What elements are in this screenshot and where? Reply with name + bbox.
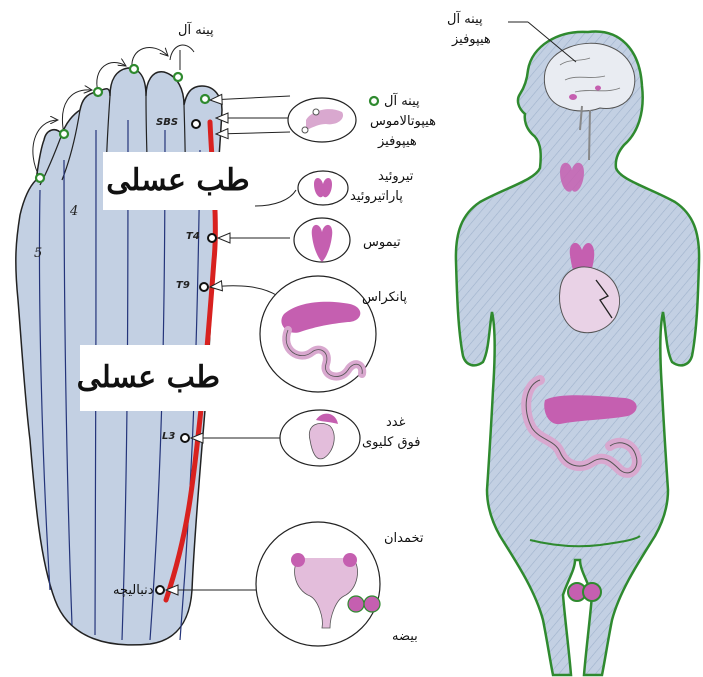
hypothalamus-label: هیپوتالاموس (370, 113, 436, 130)
head-pineal-label: پینه آل (447, 11, 483, 28)
watermark-upper: طب عسلی (103, 152, 253, 210)
toe-point-pineal-5 (174, 73, 182, 81)
reflex-point-l3 (181, 434, 189, 442)
watermark-lower: طب عسلی (80, 345, 220, 411)
reflex-point-t9 (200, 283, 208, 291)
adrenal-label-line2: فوق کلیوی (362, 434, 420, 451)
toe-point-pineal-6 (201, 95, 209, 103)
toe-point-pineal-2 (60, 130, 68, 138)
bubble-thymus (294, 218, 350, 262)
testis-label: بیضه (392, 628, 418, 645)
body-outline (456, 32, 699, 675)
body-gonad-right (583, 583, 601, 601)
head-pineal-gland (595, 86, 601, 91)
head-pituitary-gland (569, 94, 577, 100)
pancreas-label: پانکراس (362, 289, 407, 306)
parathyroid-label: پاراتیروئید (350, 188, 403, 205)
toe-point-pineal-4 (130, 65, 138, 73)
pituitary-label: هیپوفیز (378, 133, 417, 150)
toe-point-pineal-1 (36, 174, 44, 182)
zone-number-4: 4 (70, 204, 78, 219)
t9-code: T9 (176, 280, 190, 291)
ovary-label: تخمدان (384, 530, 424, 547)
bubble-adrenal (280, 410, 360, 466)
human-body-figure (456, 32, 699, 675)
reflex-point-coccyx (156, 586, 164, 594)
coccyx-label: دنبالیچه (113, 582, 154, 599)
bubble-reproductive (256, 522, 380, 646)
l3-code: L3 (162, 431, 175, 442)
adrenal-label-line1: غدد (386, 414, 405, 431)
bubble-thyroid (298, 171, 348, 205)
zone-number-5: 5 (34, 246, 42, 261)
sbs-code: SBS (156, 117, 178, 128)
head-pituitary-label: هیپوفیز (452, 31, 491, 48)
pineal-sbs-label: پینه آل (384, 93, 420, 110)
toe-arrow-4 (132, 47, 168, 68)
reflex-point-sbs (192, 120, 200, 128)
t4-code: T4 (186, 231, 200, 242)
thyroid-label: تیروئید (378, 168, 413, 185)
toe-pineal-label: پینه آل (178, 22, 214, 39)
toe-arrow-5 (170, 45, 194, 60)
reflex-point-t4 (208, 234, 216, 242)
toe-point-pineal-3 (94, 88, 102, 96)
bubble-brain (288, 98, 356, 142)
pineal-legend-point (370, 97, 378, 105)
thymus-label: تیموس (363, 234, 401, 251)
bubble-pancreas (260, 276, 376, 392)
